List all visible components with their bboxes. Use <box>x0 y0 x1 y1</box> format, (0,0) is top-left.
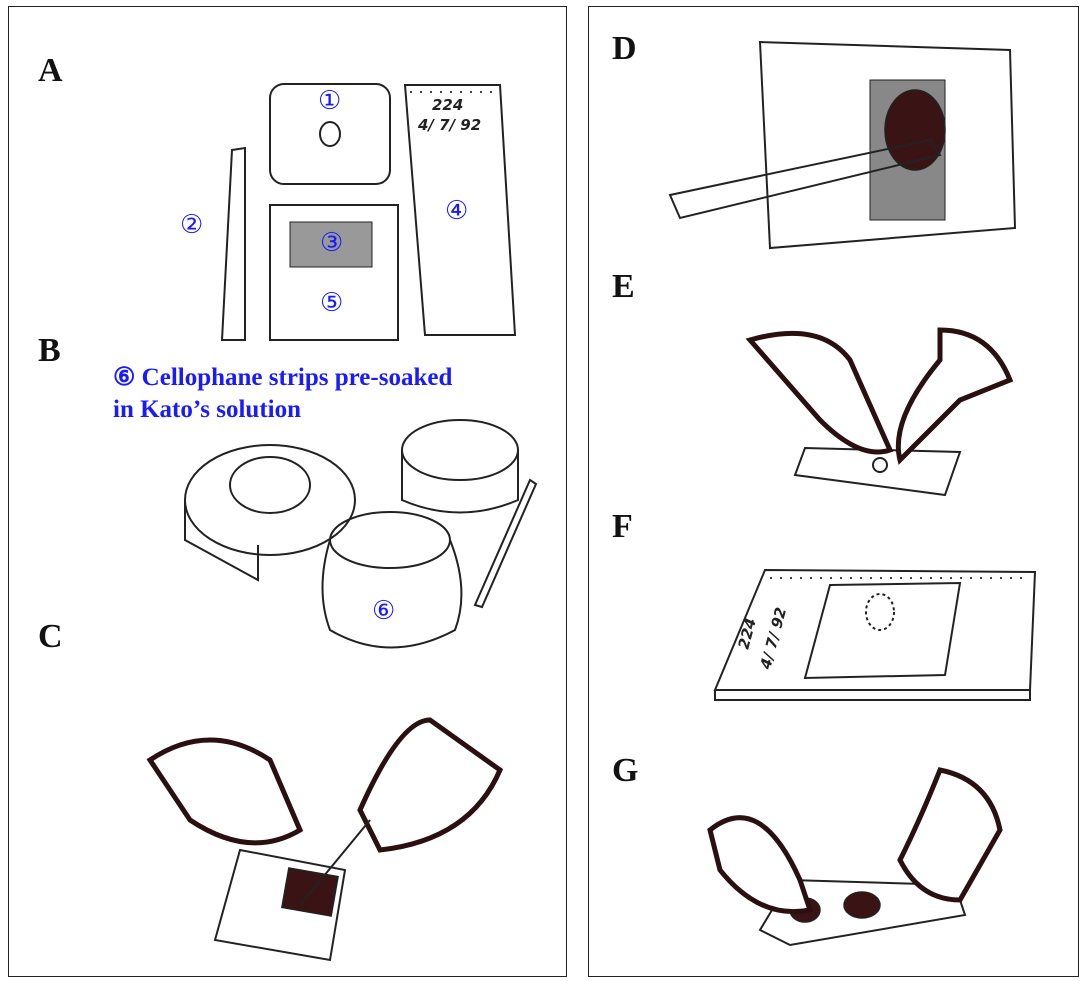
slide-date-text: 4/ 7/ 92 <box>417 116 481 134</box>
panel-label-d: D <box>612 30 637 67</box>
marker-1: ① <box>318 86 342 116</box>
slide-item-4: 224 4/ 7/ 92 <box>403 84 517 336</box>
stool-sieving-hands <box>146 717 504 962</box>
slide-preparation-hands <box>745 327 1014 497</box>
marker-5: ⑤ <box>320 288 344 318</box>
slide-pressing-hands <box>707 767 1003 947</box>
forceps <box>473 478 538 609</box>
marker-4: ④ <box>445 196 469 226</box>
panel-label-b: B <box>38 332 61 369</box>
slide-with-screen <box>668 40 1017 250</box>
panel-label-f: F <box>612 508 633 545</box>
cellophane-caption-line2: in Kato’s solution <box>113 396 302 423</box>
slide-date-text-f: 4/ 7/ 92 <box>756 605 790 672</box>
marker-2: ② <box>180 210 204 240</box>
panel-label-e: E <box>612 268 635 305</box>
jar <box>321 511 463 649</box>
finished-slide: 224 4/ 7/ 92 <box>713 568 1037 701</box>
marker-6: ⑥ <box>372 596 396 626</box>
marker-3: ③ <box>320 228 344 258</box>
slide-id-text: 224 <box>432 96 463 114</box>
spatula-item-2 <box>220 146 246 341</box>
slide-item-5 <box>269 204 399 341</box>
panel-label-c: C <box>38 618 63 655</box>
panel-label-a: A <box>38 52 63 89</box>
cellophane-roll <box>184 444 356 582</box>
slide-id-text-f: 224 <box>734 616 759 651</box>
right-panel <box>588 6 1079 977</box>
cellophane-caption-line1: ⑥ Cellophane strips pre-soaked <box>113 364 453 391</box>
jar-lid <box>401 419 519 514</box>
template-item-1 <box>269 83 391 185</box>
panel-label-g: G <box>612 752 639 789</box>
left-panel <box>8 6 567 977</box>
